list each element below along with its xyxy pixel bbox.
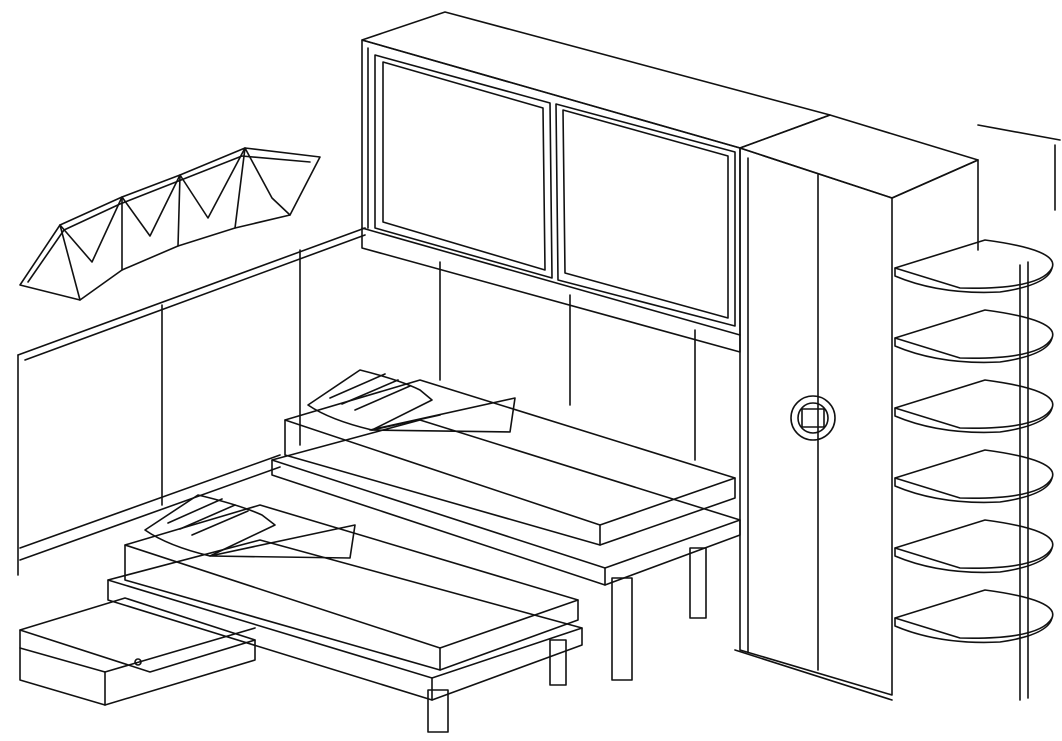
- sliding-door-left: [375, 55, 552, 278]
- shelf-6: [895, 590, 1053, 642]
- shelf-4: [895, 450, 1053, 502]
- front-bed: [108, 495, 582, 732]
- front-bed-legs: [428, 640, 566, 732]
- tall-wardrobe: [735, 115, 978, 700]
- shelf-1: [895, 240, 1053, 292]
- rear-bed-legs: [612, 548, 706, 680]
- rear-bed: [272, 370, 740, 680]
- drawer-knob-icon: [135, 659, 141, 665]
- upper-wall-cabinet: [362, 12, 830, 352]
- corner-shelving: [895, 125, 1060, 700]
- under-bed-drawer: [20, 598, 255, 705]
- sliding-door-right: [556, 104, 735, 326]
- round-handle: [791, 396, 835, 440]
- rear-pillow: [308, 370, 515, 432]
- folding-screen-wall-art: [20, 148, 320, 300]
- front-pillow: [145, 495, 355, 558]
- shelf-3: [895, 380, 1053, 432]
- wall-panels: [18, 228, 695, 575]
- shelf-5: [895, 520, 1053, 572]
- shelf-2: [895, 310, 1053, 362]
